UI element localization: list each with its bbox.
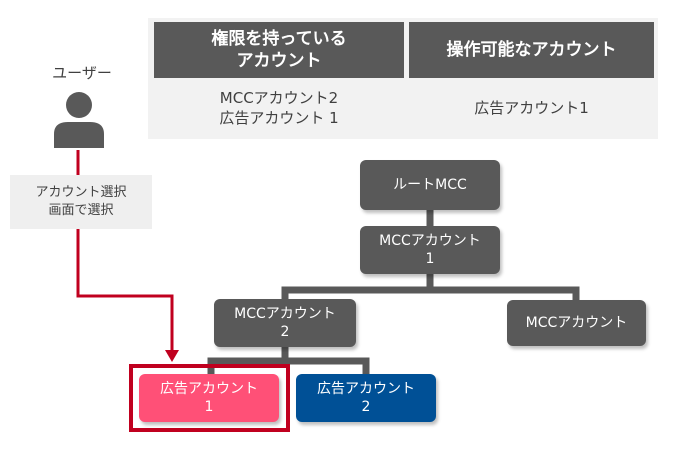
person-icon (54, 92, 104, 148)
node-mcc-account-1: MCCアカウント 1 (360, 226, 500, 274)
table-header-operable-accounts: 操作可能なアカウント (409, 22, 654, 78)
node-mcc-account-2: MCCアカウント 2 (214, 299, 356, 347)
account-selection-note: アカウント選択 画面で選択 (10, 175, 152, 229)
ad-account-1-highlight (129, 364, 290, 432)
node-mcc-account: MCCアカウント (507, 300, 646, 346)
table-cell-operable-accounts: 広告アカウント1 (474, 99, 589, 117)
table-header-permissioned-accounts: 権限を持っている アカウント (154, 22, 404, 78)
user-label: ユーザー (52, 64, 112, 82)
node-root-mcc: ルートMCC (360, 160, 500, 210)
table-cell-permissioned-accounts: MCCアカウント2 広告アカウント 1 (219, 89, 339, 127)
node-ad-account-2: 広告アカウント 2 (296, 374, 436, 422)
node-ad-account-1: 広告アカウント 1 (139, 374, 279, 422)
